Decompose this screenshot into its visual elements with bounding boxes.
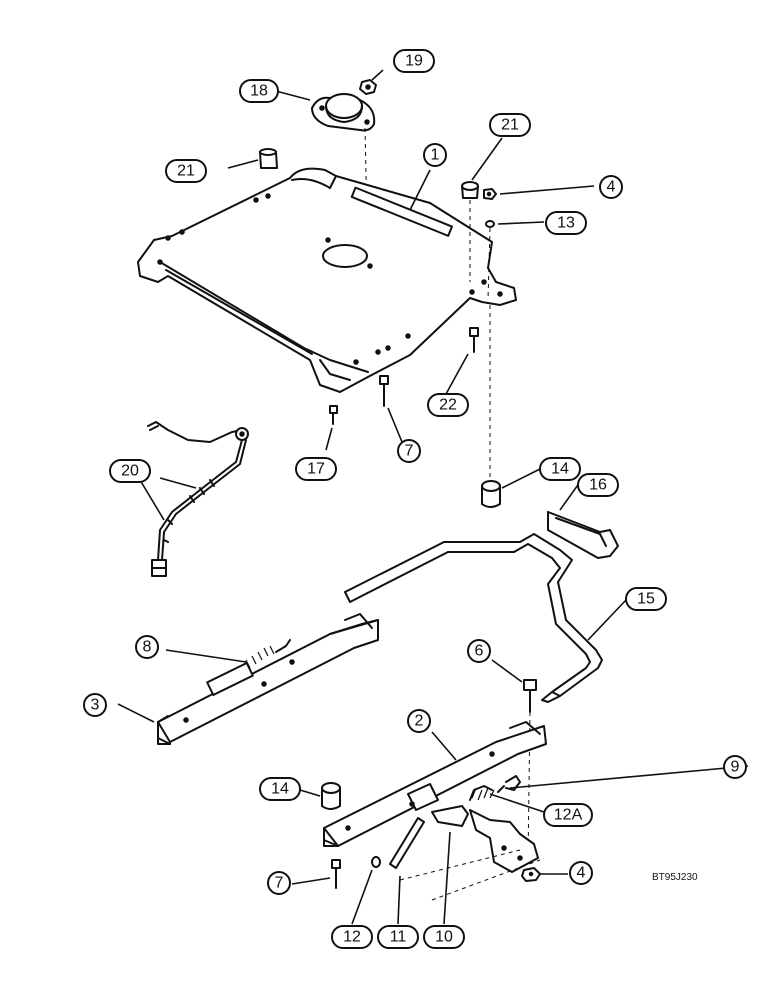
seat-base-plate: [137, 167, 517, 393]
washer-part-12: [371, 856, 381, 868]
handle-grip-part-16: [547, 511, 619, 559]
callout-9: 9: [723, 755, 747, 779]
nut-part-19: [359, 79, 377, 95]
leader-lines: [117, 69, 749, 925]
callout-16: 16: [577, 473, 619, 497]
svg-text:14: 14: [551, 461, 569, 478]
callout-15: 15: [625, 587, 667, 611]
callout-3: 3: [83, 693, 107, 717]
callout-1: 1: [423, 143, 447, 167]
callout-11: 11: [377, 925, 419, 949]
svg-text:20: 20: [121, 463, 139, 480]
svg-text:18: 18: [250, 83, 268, 100]
bolt-part-17: [329, 405, 338, 425]
callout-12: 12: [331, 925, 373, 949]
svg-text:19: 19: [405, 53, 423, 70]
bolt-part-6: [523, 679, 537, 861]
reference-code: BT95J230: [652, 872, 698, 883]
pin-part-11: [389, 817, 425, 869]
callout-14-upper: 14: [539, 457, 581, 481]
svg-text:21: 21: [177, 163, 195, 180]
callout-4-upper: 4: [599, 175, 623, 199]
svg-text:4: 4: [577, 865, 586, 882]
callout-7-upper: 7: [397, 439, 421, 463]
callout-8: 8: [135, 635, 159, 659]
svg-text:4: 4: [607, 179, 616, 196]
callout-6: 6: [467, 639, 491, 663]
svg-text:17: 17: [307, 461, 325, 478]
svg-text:7: 7: [405, 443, 414, 460]
spring-clip-assembly: [469, 775, 521, 801]
wire-harness-part-20: [147, 421, 249, 577]
bar-handle-part-15: [344, 533, 603, 703]
svg-text:7: 7: [275, 875, 284, 892]
callout-12a: 12A: [543, 803, 593, 827]
bolt-part-7-lower: [331, 859, 341, 889]
callout-22: 22: [427, 393, 469, 417]
callout-19: 19: [393, 49, 435, 73]
svg-text:13: 13: [557, 215, 575, 232]
spacer-part-14-lower: [321, 782, 341, 810]
svg-text:12A: 12A: [554, 807, 583, 824]
slide-rail-left: [157, 613, 379, 745]
callout-13: 13: [545, 211, 587, 235]
callout-21-right: 21: [489, 113, 531, 137]
callout-2: 2: [407, 709, 431, 733]
callout-21-left: 21: [165, 159, 207, 183]
svg-text:22: 22: [439, 397, 457, 414]
bushing-part-21-left: [259, 148, 278, 169]
svg-text:1: 1: [431, 147, 440, 164]
callout-18: 18: [239, 79, 279, 103]
nut-washer-upper: [483, 188, 497, 480]
bolt-part-7-upper: [379, 375, 389, 407]
slide-rail-right: [323, 721, 547, 847]
svg-text:10: 10: [435, 929, 453, 946]
callout-labels: 19 18 21 1 21 4 13 22: [83, 49, 747, 949]
bolt-part-22: [469, 327, 479, 353]
svg-text:3: 3: [91, 697, 100, 714]
callout-17: 17: [295, 457, 337, 481]
svg-text:12: 12: [343, 929, 361, 946]
lever-bracket-part-10: [399, 805, 541, 901]
nut-part-4-lower: [521, 867, 541, 882]
svg-text:8: 8: [143, 639, 152, 656]
callout-4-lower: 4: [569, 861, 593, 885]
bushing-part-21-right: [461, 181, 479, 282]
svg-text:2: 2: [415, 713, 424, 730]
callout-7-lower: 7: [267, 871, 291, 895]
svg-text:9: 9: [731, 759, 740, 776]
callout-10: 10: [423, 925, 465, 949]
svg-text:16: 16: [589, 477, 607, 494]
svg-text:11: 11: [390, 929, 407, 946]
svg-text:15: 15: [637, 591, 655, 608]
mount-dome-part: [311, 93, 376, 269]
svg-text:21: 21: [501, 117, 519, 134]
svg-text:6: 6: [475, 643, 484, 660]
callout-20: 20: [109, 459, 151, 483]
spacer-part-14-upper: [481, 480, 501, 508]
callout-14-lower: 14: [259, 777, 301, 801]
svg-text:14: 14: [271, 781, 289, 798]
